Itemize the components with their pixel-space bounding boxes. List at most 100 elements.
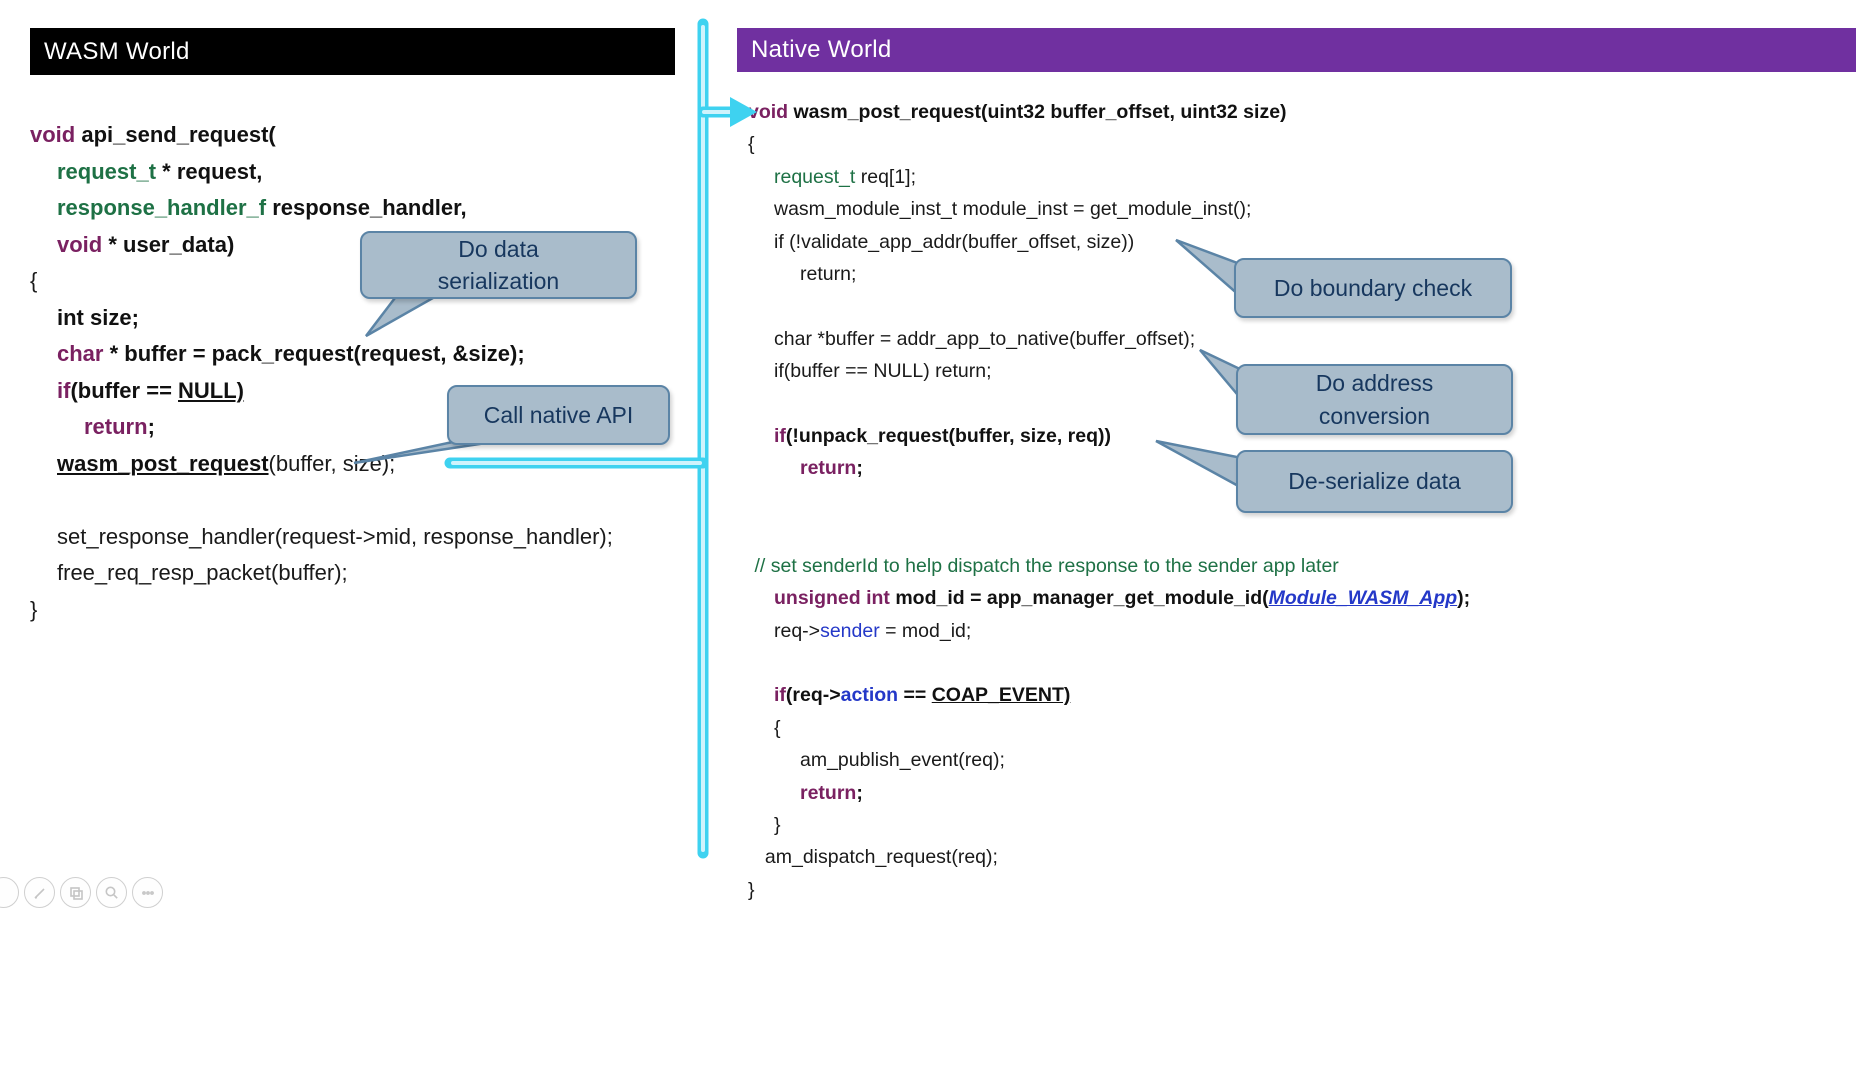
edge-partial-button[interactable] [0, 877, 19, 908]
code-token: wasm_post_request(uint32 buffer_offset, … [793, 101, 1287, 123]
code-token: (!unpack_request(buffer, size, req)) [785, 425, 1111, 448]
code-token: == [898, 684, 932, 707]
wasm-world-header: WASM World [30, 28, 675, 75]
code-token: { [774, 716, 781, 739]
presenter-toolbar [0, 877, 163, 908]
code-line: } [748, 874, 1470, 906]
code-line: // set senderId to help dispatch the res… [748, 550, 1470, 582]
code-line: { [30, 263, 613, 300]
code-token: // set senderId to help dispatch the res… [754, 554, 1339, 577]
code-token: wasm_module_inst_t module_inst = get_mod… [774, 198, 1252, 221]
code-token: char [57, 341, 110, 366]
code-token: void [748, 101, 794, 123]
code-line: if(!unpack_request(buffer, size, req)) [748, 420, 1470, 452]
code-token: response_handler, [272, 195, 467, 220]
code-line: char * buffer = pack_request(request, &s… [30, 336, 613, 373]
code-token: } [30, 596, 38, 622]
code-line: char *buffer = addr_app_to_native(buffer… [748, 323, 1470, 355]
code-line [30, 482, 613, 519]
code-line: if (!validate_app_addr(buffer_offset, si… [748, 226, 1470, 258]
code-line [748, 517, 1470, 549]
code-line: am_dispatch_request(req); [748, 841, 1470, 873]
code-token: action [840, 684, 899, 707]
code-token: COAP_EVENT) [931, 684, 1071, 707]
code-token: ; [856, 457, 863, 480]
code-token: req[1]; [860, 165, 917, 188]
code-line: request_t * request, [30, 154, 613, 191]
code-line: req->sender = mod_id; [748, 615, 1470, 647]
callout-text: Do address [1315, 370, 1434, 397]
code-token: sender [820, 619, 880, 642]
code-line: am_publish_event(req); [748, 744, 1470, 776]
code-token: (buffer == [70, 377, 179, 403]
code-token: req-> [774, 619, 821, 642]
code-line: if(buffer == NULL) return; [748, 355, 1470, 387]
code-line: free_req_resp_packet(buffer); [30, 555, 613, 592]
code-token: unsigned int [774, 587, 896, 610]
code-token: } [774, 813, 781, 836]
code-token: { [30, 268, 38, 293]
callout-text: Do data [458, 235, 539, 262]
magnifier-icon[interactable] [96, 877, 127, 908]
pen-icon[interactable] [24, 877, 55, 908]
callout-do-boundary-check: Do boundary check [1234, 258, 1512, 318]
code-token: am_dispatch_request(req); [764, 846, 998, 869]
code-line: return; [748, 258, 1470, 290]
code-token: return [800, 781, 857, 804]
code-token: request_t [774, 165, 861, 188]
callout-call-native-api: Call native API [447, 385, 670, 445]
slides-grid-icon[interactable] [60, 877, 91, 908]
code-line: set_response_handler(request->mid, respo… [30, 519, 613, 556]
code-token: = mod_id; [879, 619, 972, 642]
code-token: void [30, 122, 82, 147]
code-token: return; [800, 263, 857, 286]
code-line: } [30, 592, 613, 629]
callout-do-data-serialization: Do data serialization [360, 231, 637, 299]
native-world-header: Native World [737, 28, 1856, 72]
code-token: * buffer = pack_request(request, &size); [109, 341, 525, 366]
code-token: NULL) [178, 377, 245, 403]
code-line: return; [30, 409, 613, 446]
code-line: return; [748, 777, 1470, 809]
code-token: ; [856, 781, 863, 804]
code-line: response_handler_f response_handler, [30, 190, 613, 227]
code-token: * user_data) [108, 231, 235, 257]
code-token: * request, [162, 158, 263, 184]
code-token: wasm_post_request [57, 450, 269, 476]
code-token: if [774, 684, 786, 707]
callout-de-serialize-data: De-serialize data [1236, 450, 1513, 513]
code-line [748, 647, 1470, 679]
code-line: wasm_module_inst_t module_inst = get_mod… [748, 193, 1470, 225]
code-token: mod_id = app_manager_get_module_id( [895, 587, 1269, 610]
more-options-icon[interactable] [132, 877, 163, 908]
callout-text: Call native API [483, 401, 634, 428]
code-token: return [84, 414, 148, 439]
code-token: if [774, 425, 786, 448]
code-token: if(buffer == NULL) return; [774, 360, 992, 383]
callout-text: conversion [1318, 402, 1431, 429]
code-line: { [748, 128, 1470, 160]
code-line: void * user_data) [30, 227, 613, 264]
code-token: (buffer, size); [268, 450, 396, 476]
code-token: void [57, 231, 109, 257]
code-line: void api_send_request( [30, 117, 613, 154]
callout-text: serialization [437, 268, 560, 294]
code-token: response_handler_f [57, 195, 273, 220]
code-token: set_response_handler(request->mid, respo… [57, 523, 613, 549]
code-token: if (!validate_app_addr(buffer_offset, si… [774, 230, 1135, 253]
code-token: } [748, 878, 755, 901]
code-line: void wasm_post_request(uint32 buffer_off… [748, 96, 1470, 128]
code-token: return [800, 457, 857, 480]
code-line: request_t req[1]; [748, 161, 1470, 193]
code-token: if [57, 377, 71, 403]
code-token: ); [1457, 587, 1471, 610]
code-token: int size; [57, 304, 139, 330]
callout-text: Do boundary check [1273, 274, 1473, 301]
code-token: { [748, 133, 755, 156]
wasm-code-block: void api_send_request(request_t * reques… [30, 117, 613, 628]
code-token: free_req_resp_packet(buffer); [57, 560, 348, 585]
code-line: if(buffer == NULL) [30, 373, 613, 410]
code-line: return; [748, 452, 1470, 484]
code-token: char *buffer = addr_app_to_native(buffer… [774, 327, 1196, 350]
